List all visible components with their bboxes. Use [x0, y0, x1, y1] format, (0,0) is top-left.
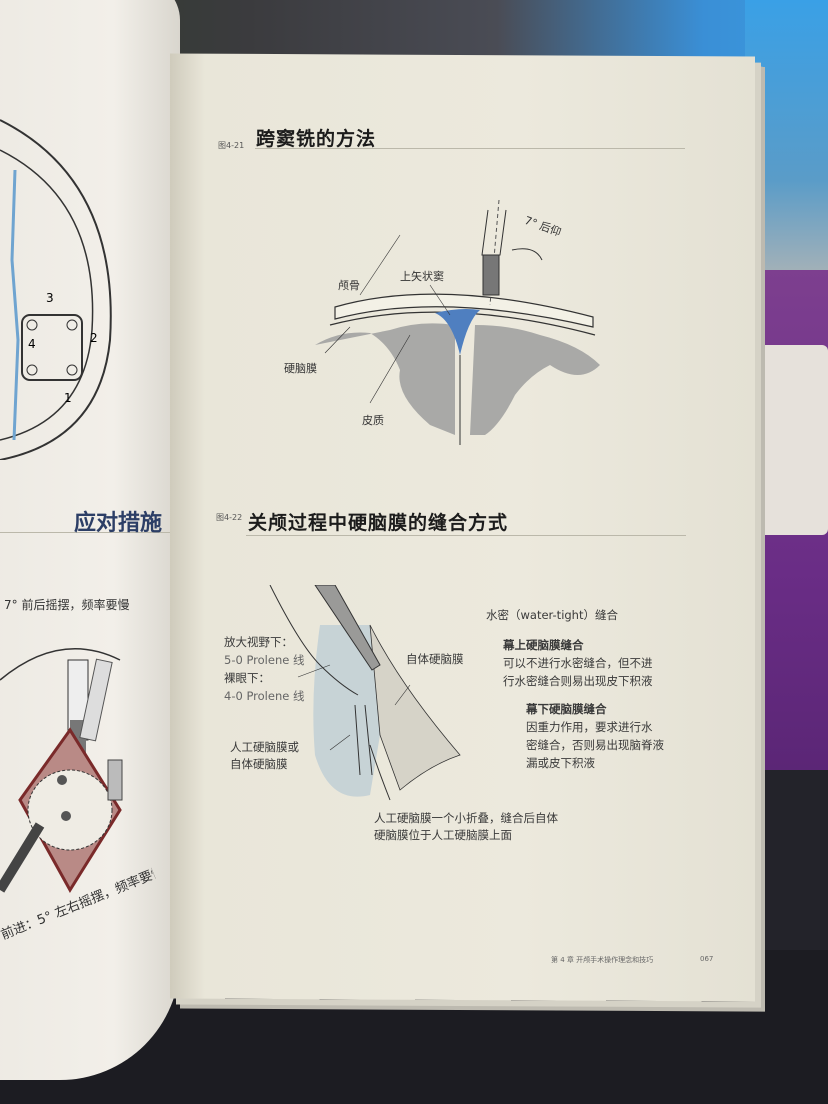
artificial-dura-label: 人工硬脑膜或 [230, 740, 299, 754]
left-surgery-diagram [0, 648, 123, 893]
watertight-heading: 水密（water-tight）缝合 [486, 608, 618, 622]
left-note-top: ：7° 前后摇摆，频率要慢 [0, 598, 130, 612]
figure-number: 图4-22 [216, 513, 243, 522]
left-page-heading: 应对措施 [73, 511, 162, 536]
dura-suture-diagram [269, 585, 461, 801]
diagram-number: 4 [28, 337, 36, 351]
figure-title: 跨窦铣的方法 [256, 128, 377, 150]
figure-title: 关颅过程中硬脑膜的缝合方式 [248, 512, 509, 534]
figure-number: 图4-21 [218, 141, 245, 150]
page-number: 067 [700, 955, 714, 963]
sinus-label: 上矢状窦 [400, 270, 444, 283]
magnified-label: 放大视野下： [224, 635, 293, 649]
infratentorial-text: 因重力作用，要求进行水 [526, 720, 653, 734]
background-paper [748, 345, 828, 535]
left-skull-diagram: 4 2 3 1 [0, 119, 112, 460]
background-wall [745, 0, 828, 300]
supratentorial-title: 幕上硬脑膜缝合 [503, 638, 584, 652]
footer-chapter: 第 4 章 开颅手术操作理念和技巧 [551, 956, 654, 964]
fold-note-2: 硬脑膜位于人工硬脑膜上面 [374, 828, 512, 842]
supratentorial-text: 可以不进行水密缝合，但不进 [503, 656, 653, 670]
infratentorial-title: 幕下硬脑膜缝合 [526, 702, 607, 716]
artificial-dura-label-2: 自体硬脑膜 [230, 757, 288, 771]
fold-note: 人工硬脑膜一个小折叠，缝合后自体 [374, 811, 558, 825]
infratentorial-text-3: 漏或皮下积液 [526, 756, 595, 770]
skull-label: 颅骨 [338, 279, 360, 292]
title-rule [246, 535, 686, 536]
sinus-milling-diagram [315, 199, 600, 445]
dura-label: 硬脑膜 [284, 362, 317, 375]
left-heading-rule [0, 532, 170, 533]
left-page [0, 0, 180, 1080]
naked-eye-suture: 4-0 Prolene 线 [224, 689, 305, 703]
diagram-number: 1 [64, 391, 72, 405]
cortex-label: 皮质 [362, 414, 384, 427]
magnified-suture: 5-0 Prolene 线 [224, 653, 305, 667]
diagram-number: 3 [46, 291, 54, 305]
autologous-dura-label: 自体硬脑膜 [406, 652, 464, 666]
infratentorial-text-2: 密缝合，否则易出现脑脊液 [526, 738, 664, 752]
title-rule [255, 148, 685, 149]
diagram-number: 2 [90, 331, 98, 345]
naked-eye-label: 裸眼下： [224, 671, 270, 685]
supratentorial-text-2: 行水密缝合则易出现皮下积液 [503, 674, 653, 688]
